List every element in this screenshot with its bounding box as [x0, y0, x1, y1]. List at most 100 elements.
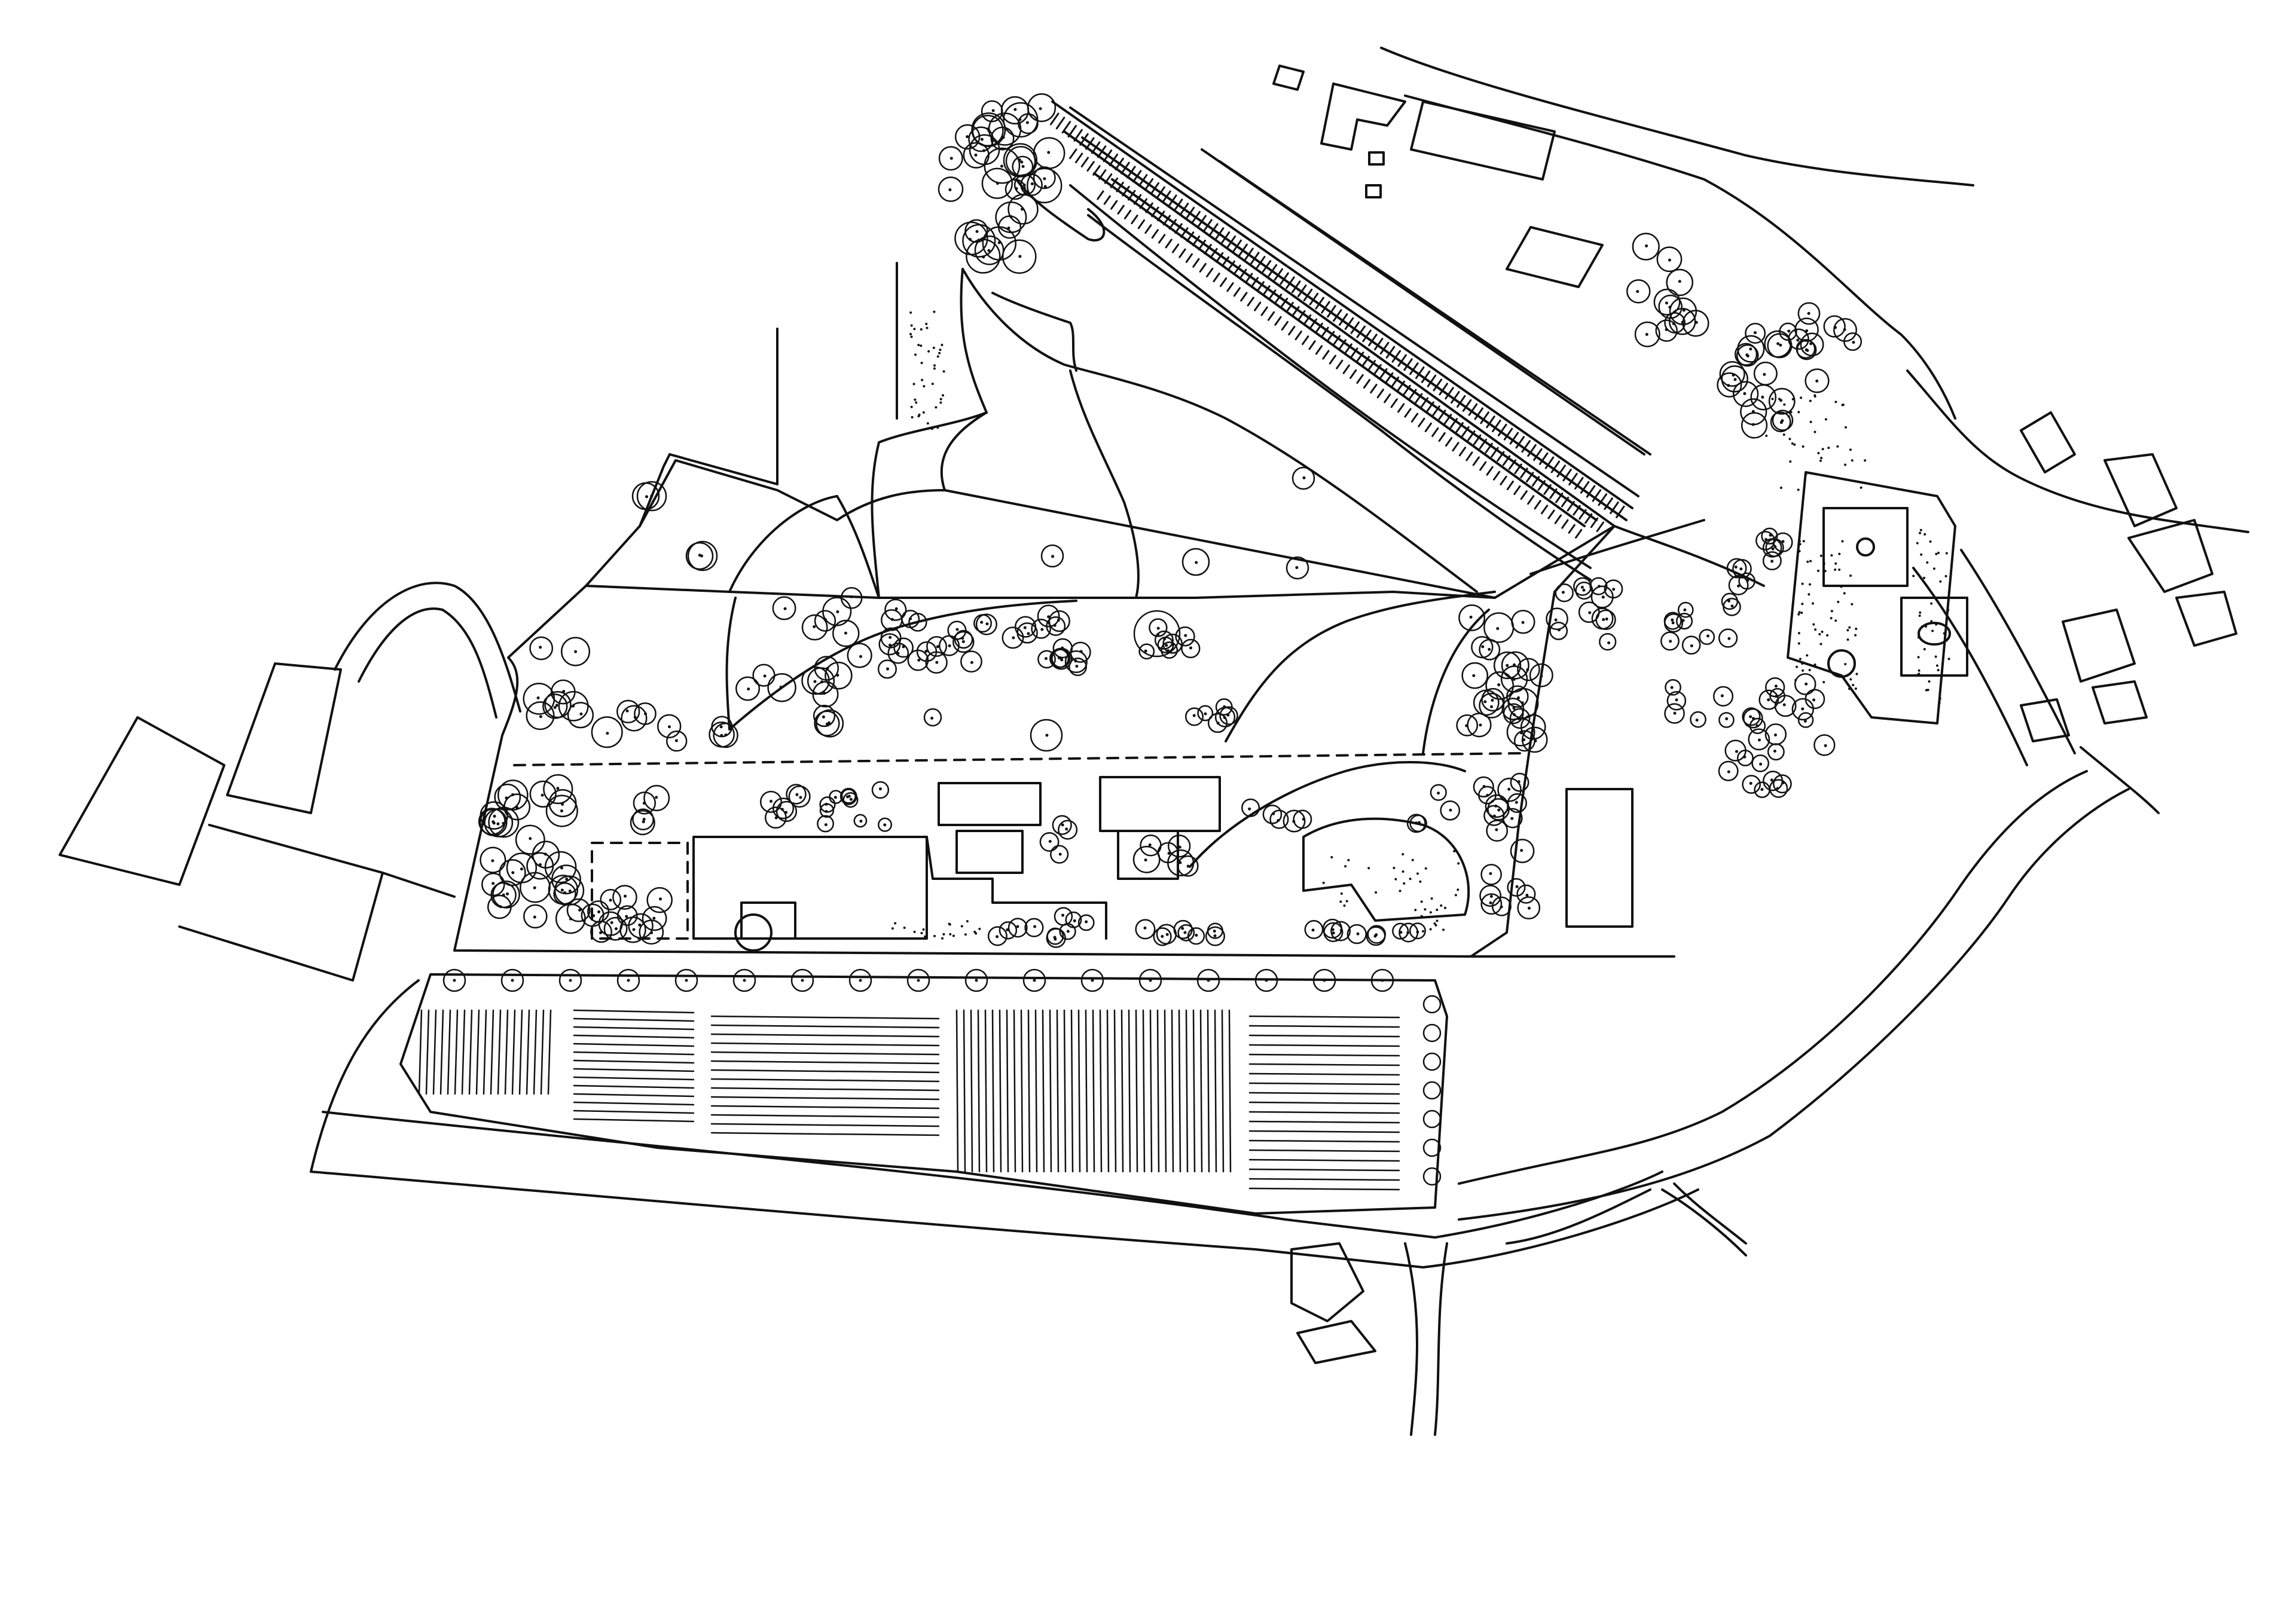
field-stripe: [710, 1042, 940, 1047]
tree-trunk-dot: [1223, 705, 1226, 708]
field-stripe: [573, 1051, 695, 1056]
tree-trunk-dot: [1039, 107, 1042, 111]
tree-trunk-dot: [1678, 280, 1681, 283]
tree-trunk-dot: [1582, 588, 1586, 592]
stipple-dot: [1947, 609, 1950, 612]
tree-trunk-dot: [985, 622, 989, 626]
tree-icon: [1718, 760, 1739, 781]
stipple-dot: [1849, 574, 1852, 577]
tree-icon: [1133, 610, 1181, 658]
tree-icon: [1664, 312, 1686, 334]
rail-hatch-tick: [1452, 442, 1460, 452]
rail-hatch-tick: [1244, 273, 1253, 284]
rail-hatch-tick: [1139, 198, 1148, 209]
stipple-dot: [1824, 418, 1827, 421]
field-stripe: [1248, 1101, 1400, 1105]
rail-hatch-tick: [1292, 305, 1300, 317]
tree-trunk-dot: [975, 230, 979, 233]
rail-hatch-tick: [1427, 374, 1437, 387]
stipple-dot: [1821, 630, 1824, 633]
stipple-dot: [931, 383, 934, 386]
tree-trunk-dot: [1739, 567, 1743, 571]
tree-icon: [1181, 638, 1201, 659]
tree-icon: [1479, 885, 1502, 907]
tree-trunk-dot: [1522, 738, 1526, 742]
rail-hatch-tick: [1415, 366, 1425, 380]
rail-hatch-tick: [1103, 149, 1113, 163]
tree-trunk-dot: [1520, 849, 1523, 852]
tree-trunk-dot: [1781, 419, 1784, 423]
stipple-dot: [1838, 552, 1841, 555]
stipple-dot: [1811, 602, 1814, 605]
rail-hatch-tick: [1110, 200, 1118, 210]
field-stripe: [1207, 1009, 1210, 1173]
tree-trunk-dot: [825, 809, 828, 813]
tree-icon: [685, 542, 714, 570]
stipple-dot: [1916, 674, 1919, 677]
stipple-dot: [1849, 448, 1852, 451]
rail-hatch-tick: [1214, 227, 1225, 240]
rail-hatch-tick: [1575, 528, 1583, 539]
tree-trunk-dot: [1381, 979, 1384, 982]
tree-icon: [1717, 372, 1742, 398]
stipple-dot: [1429, 928, 1432, 931]
tree-trunk-dot: [1079, 650, 1083, 653]
rail-track-6: [1111, 178, 1598, 521]
ne-building-3: [1410, 100, 1556, 181]
tree-trunk-dot: [936, 645, 939, 649]
tree-icon: [1770, 411, 1791, 433]
sw-road: [310, 979, 420, 1173]
field-stripe: [1248, 1072, 1400, 1076]
tree-trunk-dot: [1418, 821, 1421, 824]
tree-trunk-dot: [597, 910, 601, 913]
meadow-long-path: [961, 268, 1478, 593]
tree-trunk-dot: [1272, 812, 1275, 815]
rail-hatch-tick: [1368, 334, 1378, 347]
stipple-dot: [933, 934, 936, 937]
field-stripe: [1248, 1120, 1400, 1124]
tree-trunk-dot: [1213, 934, 1217, 937]
tree-trunk-dot: [1495, 828, 1498, 832]
rail-hatch-tick: [1421, 370, 1431, 383]
tree-trunk-dot: [1065, 827, 1068, 831]
field-stripe: [1013, 1009, 1016, 1173]
rail-terraces: [1049, 100, 1651, 581]
tree-trunk-dot: [1472, 674, 1476, 677]
tree-trunk-dot: [1295, 566, 1299, 569]
tree-icon: [916, 641, 938, 662]
field-stripe: [1248, 1034, 1400, 1038]
tree-trunk-dot: [1751, 409, 1755, 413]
field-stripe: [1248, 1168, 1400, 1172]
tree-trunk-dot: [763, 674, 767, 678]
rail-hatch-tick: [1445, 387, 1454, 400]
ne-building-1: [1272, 65, 1305, 91]
tree-icon: [938, 176, 964, 202]
stipple-dot: [1809, 399, 1812, 402]
tree-icon: [1048, 610, 1070, 632]
tree-trunk-dot: [836, 610, 839, 613]
stipple-dot: [1821, 448, 1824, 451]
rail-hatch-tick: [1074, 152, 1083, 164]
tree-icon: [1589, 577, 1608, 595]
rail-hatch-tick: [1061, 121, 1071, 134]
tree-trunk-dot: [1075, 665, 1079, 668]
stipple-dot: [1912, 574, 1915, 577]
stipple-dot: [1852, 683, 1855, 686]
tree-icon: [1197, 705, 1214, 722]
field-stripe: [573, 1017, 695, 1022]
rail-hatch-tick: [1250, 277, 1259, 288]
tree-icon: [1485, 794, 1509, 818]
tree-icon: [1046, 927, 1064, 945]
stipple-dot: [1834, 401, 1837, 404]
allotment-fields: [399, 968, 1448, 1215]
tree-icon: [1677, 601, 1694, 618]
tree-trunk-dot: [1749, 715, 1752, 719]
tree-trunk-dot: [1515, 800, 1518, 804]
tree-trunk-dot: [642, 818, 646, 821]
tree-trunk-dot: [1668, 258, 1671, 262]
rail-hatch-tick: [1502, 455, 1511, 466]
rail-hatch-tick: [1315, 322, 1323, 334]
tree-trunk-dot: [1605, 618, 1608, 621]
rail-hatch-tick: [1213, 273, 1220, 283]
rail-hatch-tick: [1171, 243, 1180, 253]
